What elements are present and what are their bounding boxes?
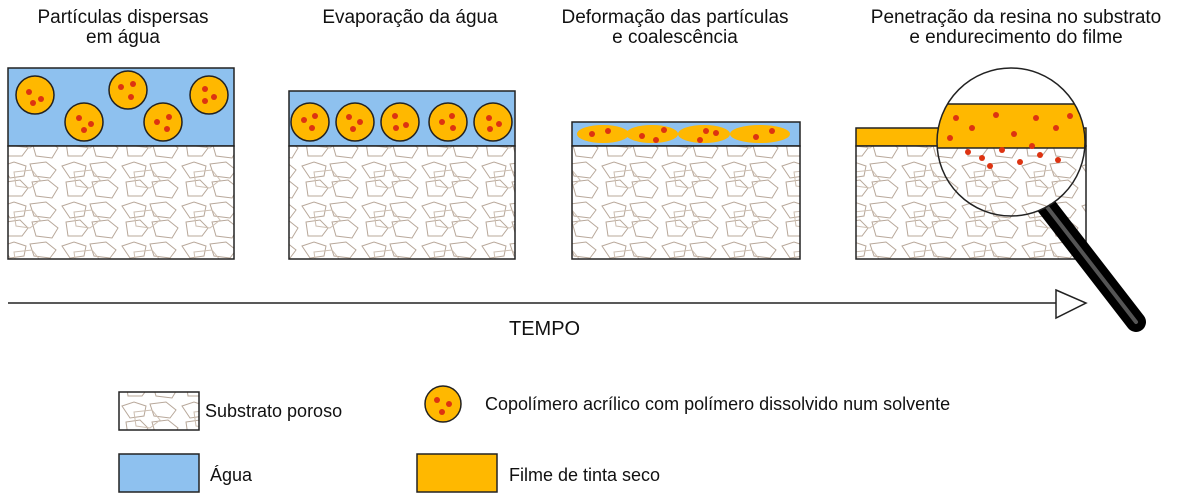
legend-label-film: Filme de tinta seco bbox=[509, 465, 661, 485]
panel-resin-penetration bbox=[855, 67, 1146, 332]
legend-label-water: Água bbox=[210, 465, 253, 485]
time-arrow bbox=[8, 288, 1088, 320]
deformed-particles bbox=[577, 125, 790, 143]
legend-label-particle: Copolímero acrílico com polímero dissolv… bbox=[485, 394, 951, 414]
panel-particle-deformation bbox=[571, 121, 801, 260]
stage-1-title-line2: em água bbox=[86, 27, 160, 48]
stage-2-title-line1: Evaporação da água bbox=[322, 7, 498, 28]
panel-particles-dispersed bbox=[7, 67, 235, 260]
stage-4-title-line1: Penetração da resina no substrato bbox=[870, 7, 1162, 28]
stage-3-title-line2: e coalescência bbox=[612, 27, 738, 48]
stage-1-title: Partículas dispersas em água bbox=[8, 8, 238, 48]
substrate-layer bbox=[571, 145, 801, 260]
legend-swatch-film bbox=[416, 453, 498, 493]
stage-4-title-line2: e endurecimento do filme bbox=[909, 27, 1123, 48]
stage-3-title: Deformação das partículas e coalescência bbox=[535, 8, 815, 48]
time-axis-label: TEMPO bbox=[509, 318, 581, 340]
stage-2-title: Evaporação da água bbox=[290, 8, 530, 28]
legend-swatch-water bbox=[118, 453, 200, 493]
stage-1-title-line1: Partículas dispersas bbox=[37, 7, 209, 28]
magnifying-glass-icon bbox=[936, 67, 1146, 332]
particles bbox=[15, 70, 229, 142]
legend-label-substrate: Substrato poroso bbox=[205, 401, 343, 421]
stage-3-title-line1: Deformação das partículas bbox=[561, 7, 789, 28]
stage-4-title: Penetração da resina no substrato e endu… bbox=[838, 8, 1194, 48]
legend-swatch-particle bbox=[424, 385, 462, 423]
panel-water-evaporation bbox=[288, 90, 516, 260]
particles bbox=[290, 102, 513, 142]
legend-swatch-substrate bbox=[118, 391, 200, 431]
substrate-layer bbox=[288, 145, 516, 260]
substrate-layer bbox=[7, 145, 235, 260]
